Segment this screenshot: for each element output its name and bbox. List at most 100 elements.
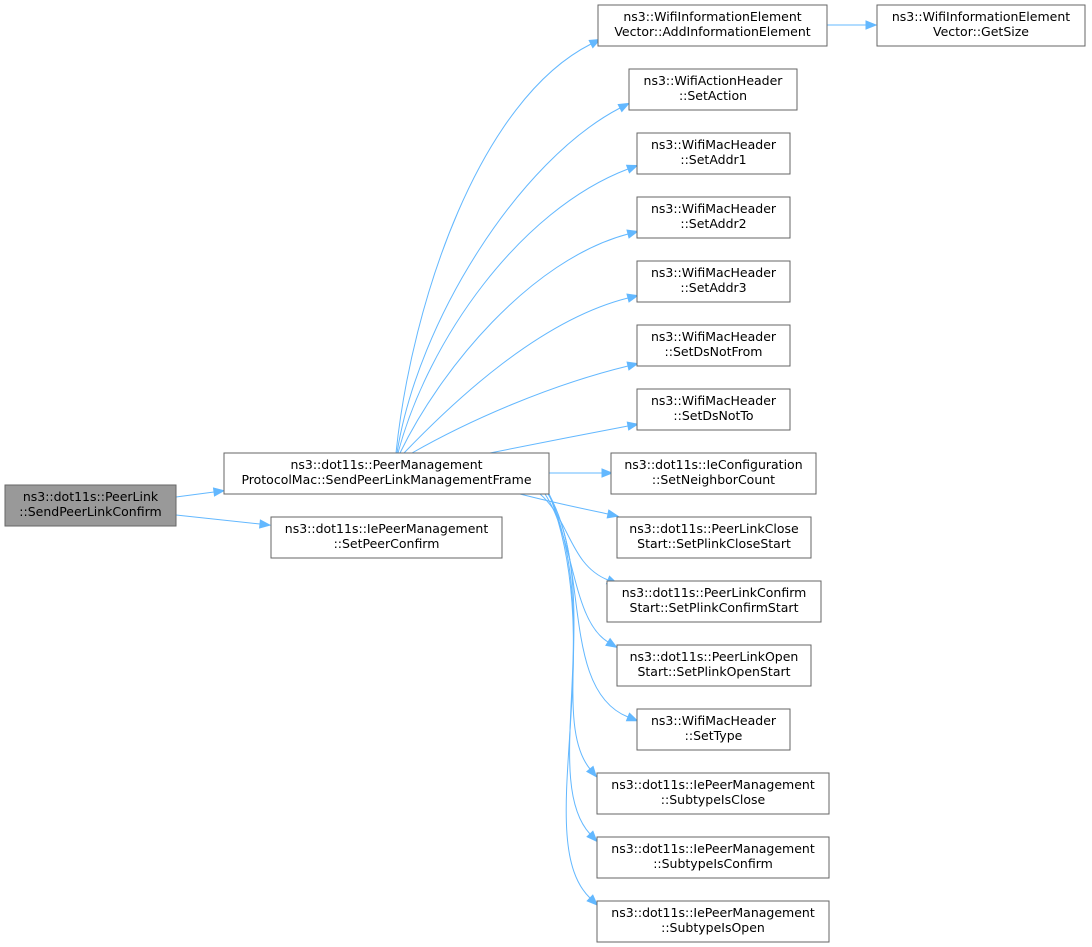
edge-line — [399, 233, 629, 454]
node-setneighbor[interactable]: ns3::dot11s::IeConfiguration::SetNeighbo… — [610, 452, 817, 495]
edge-arrowhead — [626, 361, 640, 371]
edge-line — [403, 297, 629, 454]
node-closestart[interactable]: ns3::dot11s::PeerLinkCloseStart::SetPlin… — [616, 516, 812, 559]
node-setaddr2[interactable]: ns3::WifiMacHeader::SetAddr2 — [636, 196, 791, 239]
node-label-line: ns3::dot11s::PeerLinkClose — [629, 521, 799, 536]
node-label-line: Vector::GetSize — [933, 24, 1029, 39]
edge-sendframe-to-isclose — [548, 493, 598, 778]
edge-line — [544, 493, 609, 643]
edge-arrowhead — [626, 229, 639, 239]
node-label-line: ns3::WifiInformationElement — [623, 9, 801, 24]
node-box — [596, 836, 830, 879]
edge-sendframe-to-isconfirm — [548, 493, 598, 843]
edge-line — [548, 493, 591, 835]
call-nodes: ns3::dot11s::PeerLink::SendPeerLinkConfi… — [4, 4, 1086, 943]
edge-arrowhead — [625, 712, 639, 722]
edge-arrowhead — [586, 765, 598, 778]
node-label-line: ns3::dot11s::IePeerManagement — [611, 841, 815, 856]
node-label-line: ::SetPeerConfirm — [334, 536, 440, 551]
node-box — [636, 324, 791, 367]
edge-root-to-sendframe — [175, 487, 226, 498]
node-label-line: ns3::WifiMacHeader — [651, 201, 777, 216]
node-isopen[interactable]: ns3::dot11s::IePeerManagement::SubtypeIs… — [596, 900, 830, 943]
edge-arrowhead — [259, 519, 272, 529]
node-setaddr3[interactable]: ns3::WifiMacHeader::SetAddr3 — [636, 260, 791, 303]
edge-sendframe-to-setaddr3 — [403, 293, 639, 454]
node-label-line: ::SetAddr2 — [680, 216, 746, 231]
edge-line — [396, 107, 621, 454]
edge-line — [175, 491, 215, 498]
node-label-line: ::SetAddr3 — [680, 280, 746, 295]
node-label-line: ns3::dot11s::PeerLink — [23, 489, 159, 504]
edge-sendframe-to-setaddr2 — [399, 229, 639, 454]
edge-arrowhead — [626, 421, 640, 431]
edge-line — [395, 43, 592, 454]
node-label-line: Vector::AddInformationElement — [614, 24, 810, 39]
edge-arrowhead — [212, 487, 226, 497]
edge-arrowhead — [626, 293, 639, 303]
node-label-line: ::SetNeighborCount — [652, 472, 775, 487]
node-root[interactable]: ns3::dot11s::PeerLink::SendPeerLinkConfi… — [4, 484, 177, 527]
node-label-line: Start::SetPlinkConfirmStart — [630, 600, 799, 615]
edge-root-to-setpeerconfirm — [175, 514, 272, 529]
node-openstart[interactable]: ns3::dot11s::PeerLinkOpenStart::SetPlink… — [616, 644, 812, 687]
node-label-line: ::SubtypeIsClose — [661, 792, 766, 807]
edge-arrowhead — [605, 637, 618, 648]
edge-line — [539, 493, 609, 581]
node-label-line: ns3::WifiMacHeader — [651, 393, 777, 408]
edge-sendframe-to-openstart — [544, 493, 618, 648]
edge-sendframe-to-setneighbor — [549, 468, 614, 478]
edge-sendframe-to-setaddr1 — [397, 164, 639, 454]
node-confirmstart[interactable]: ns3::dot11s::PeerLinkConfirmStart::SetPl… — [606, 580, 822, 623]
node-label-line: ::SetType — [685, 728, 743, 743]
node-label-line: ns3::dot11s::IePeerManagement — [611, 905, 815, 920]
node-label-line: ns3::dot11s::IeConfiguration — [624, 457, 802, 472]
edge-line — [411, 365, 629, 454]
node-box — [4, 484, 177, 527]
node-box — [636, 708, 791, 751]
edge-arrowhead — [586, 830, 598, 843]
node-setdsnotfrom[interactable]: ns3::WifiMacHeader::SetDsNotFrom — [636, 324, 791, 367]
node-label-line: ::SetDsNotFrom — [665, 344, 763, 359]
node-box — [270, 516, 503, 559]
node-label-line: ::SubtypeIsOpen — [661, 920, 765, 935]
node-isconfirm[interactable]: ns3::dot11s::IePeerManagement::SubtypeIs… — [596, 836, 830, 879]
node-box — [610, 452, 817, 495]
node-setdsnotto[interactable]: ns3::WifiMacHeader::SetDsNotTo — [636, 388, 791, 431]
node-isclose[interactable]: ns3::dot11s::IePeerManagement::SubtypeIs… — [596, 772, 830, 815]
node-box — [596, 900, 830, 943]
node-box — [597, 4, 828, 47]
node-label-line: ns3::WifiMacHeader — [651, 713, 777, 728]
node-label-line: ::SetDsNotTo — [673, 408, 753, 423]
node-label-line: ns3::dot11s::IePeerManagement — [285, 521, 489, 536]
edge-line — [489, 425, 629, 454]
node-box — [636, 196, 791, 239]
node-box — [636, 132, 791, 175]
node-label-line: ::SendPeerLinkConfirm — [19, 504, 161, 519]
edge-addie-to-getsize — [827, 20, 878, 30]
node-label-line: ::SetAddr1 — [680, 152, 746, 167]
edge-arrowhead — [601, 468, 614, 478]
node-box — [636, 260, 791, 303]
node-box — [616, 644, 812, 687]
node-getsize[interactable]: ns3::WifiInformationElementVector::GetSi… — [876, 4, 1086, 47]
node-setpeerconfirm[interactable]: ns3::dot11s::IePeerManagement::SetPeerCo… — [270, 516, 503, 559]
edge-arrowhead — [625, 164, 639, 174]
node-label-line: ns3::dot11s::IePeerManagement — [611, 777, 815, 792]
node-label-line: Start::SetPlinkOpenStart — [637, 664, 790, 679]
node-setaddr1[interactable]: ns3::WifiMacHeader::SetAddr1 — [636, 132, 791, 175]
node-label-line: ns3::WifiMacHeader — [651, 137, 777, 152]
edge-sendframe-to-setdsnotto — [489, 421, 640, 454]
node-box — [876, 4, 1086, 47]
edge-sendframe-to-isopen — [548, 493, 599, 906]
edge-arrowhead — [588, 38, 602, 49]
node-settype[interactable]: ns3::WifiMacHeader::SetType — [636, 708, 791, 751]
node-addie[interactable]: ns3::WifiInformationElementVector::AddIn… — [597, 4, 828, 47]
node-label-line: ns3::dot11s::PeerLinkOpen — [630, 649, 799, 664]
edge-line — [548, 493, 591, 899]
node-sendframe[interactable]: ns3::dot11s::PeerManagementProtocolMac::… — [223, 452, 550, 495]
edge-line — [175, 514, 261, 525]
node-box — [596, 772, 830, 815]
node-setaction[interactable]: ns3::WifiActionHeader::SetAction — [628, 68, 798, 111]
